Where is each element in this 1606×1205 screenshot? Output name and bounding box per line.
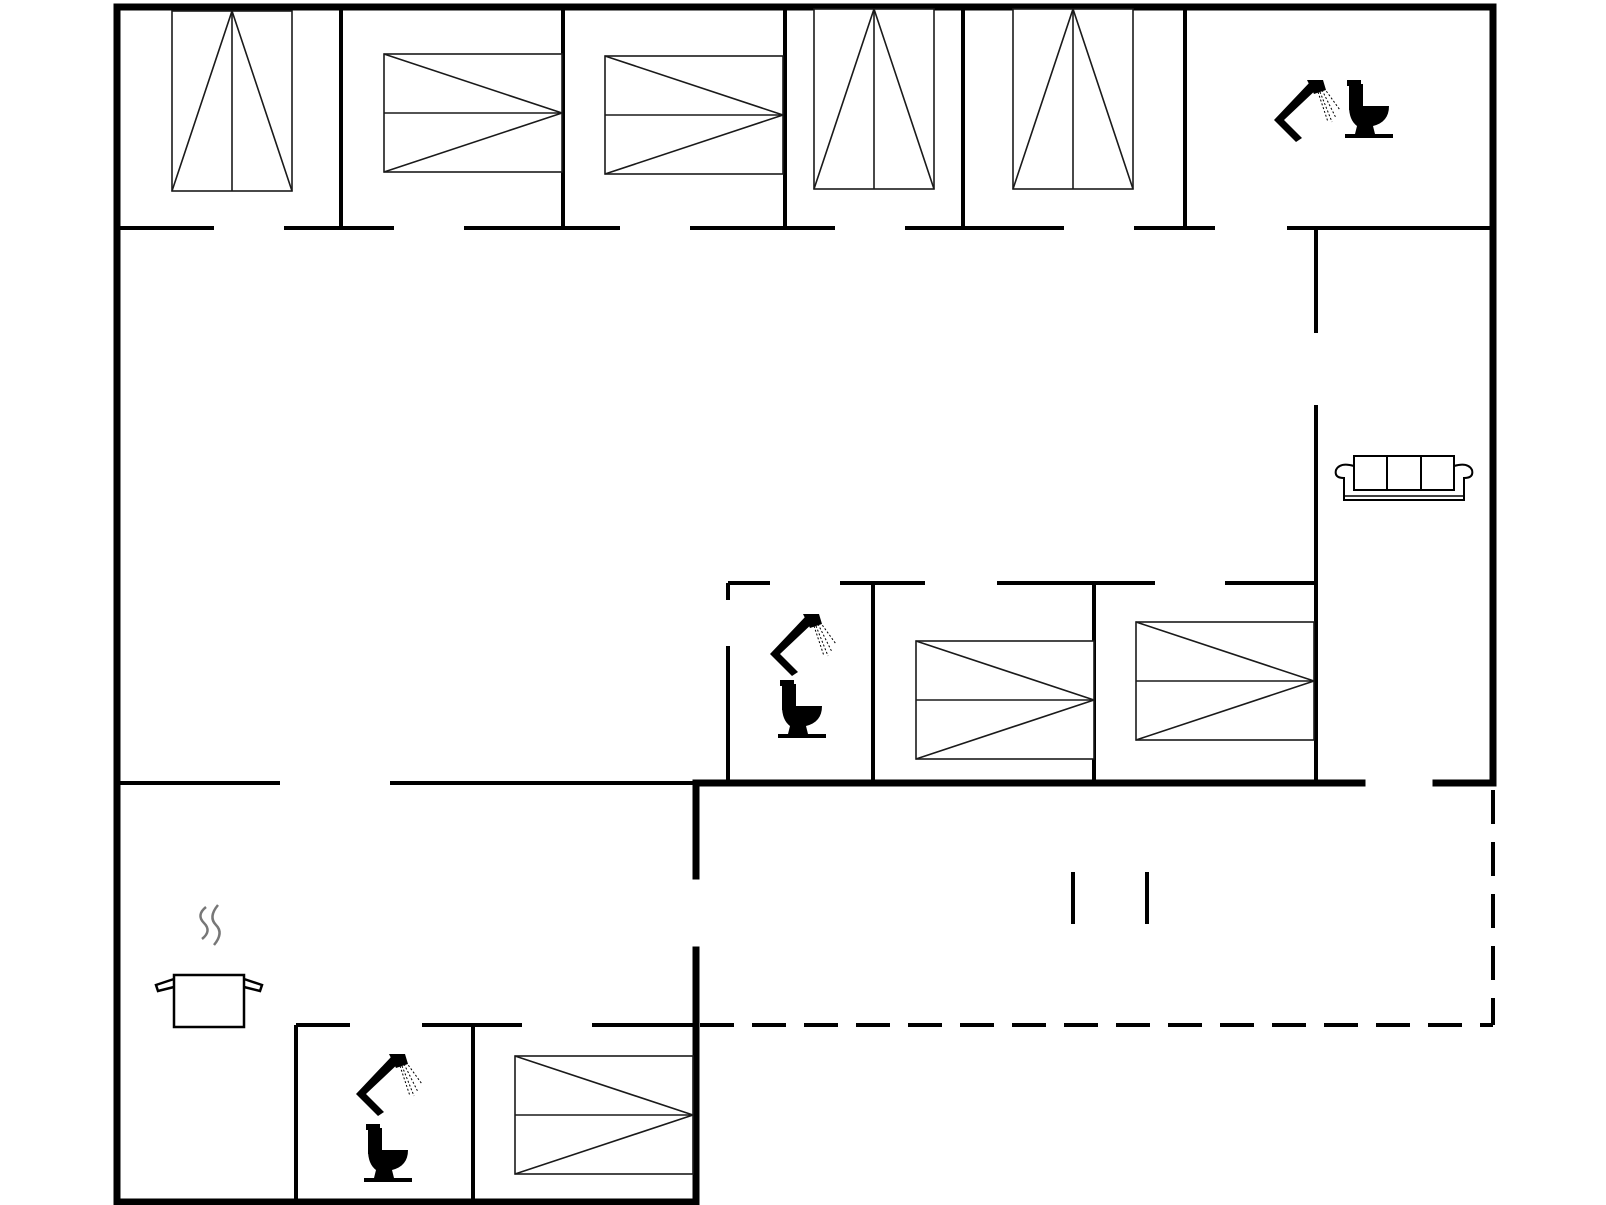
bed-bedroom-2 — [383, 53, 563, 173]
cooking-pot-icon — [154, 904, 264, 1029]
toilet-icon — [1345, 80, 1393, 138]
shower-icon — [769, 613, 837, 677]
bed-bedroom-1 — [171, 10, 293, 192]
bed-bedroom-8 — [514, 1055, 694, 1175]
bathroom-bottom — [355, 1053, 423, 1182]
toilet-icon — [778, 680, 826, 738]
outer-walls — [113, 3, 1497, 1205]
terrace-outline — [700, 790, 1495, 1027]
shower-icon — [1273, 79, 1341, 143]
bathroom-middle — [769, 613, 837, 738]
bottom-room-walls — [294, 1023, 696, 1202]
toilet-icon — [364, 1124, 412, 1182]
bed-bedroom-3 — [604, 55, 784, 175]
sofa-icon — [1334, 455, 1474, 501]
bed-bedroom-6 — [915, 640, 1095, 760]
bathroom-top — [1273, 79, 1393, 143]
top-room-dividers — [339, 9, 1187, 228]
bed-bedroom-4 — [813, 8, 935, 190]
shower-icon — [355, 1053, 423, 1117]
bed-bedroom-7 — [1135, 621, 1315, 741]
terrace-posts — [1071, 872, 1149, 924]
bed-bedroom-5 — [1012, 8, 1134, 190]
